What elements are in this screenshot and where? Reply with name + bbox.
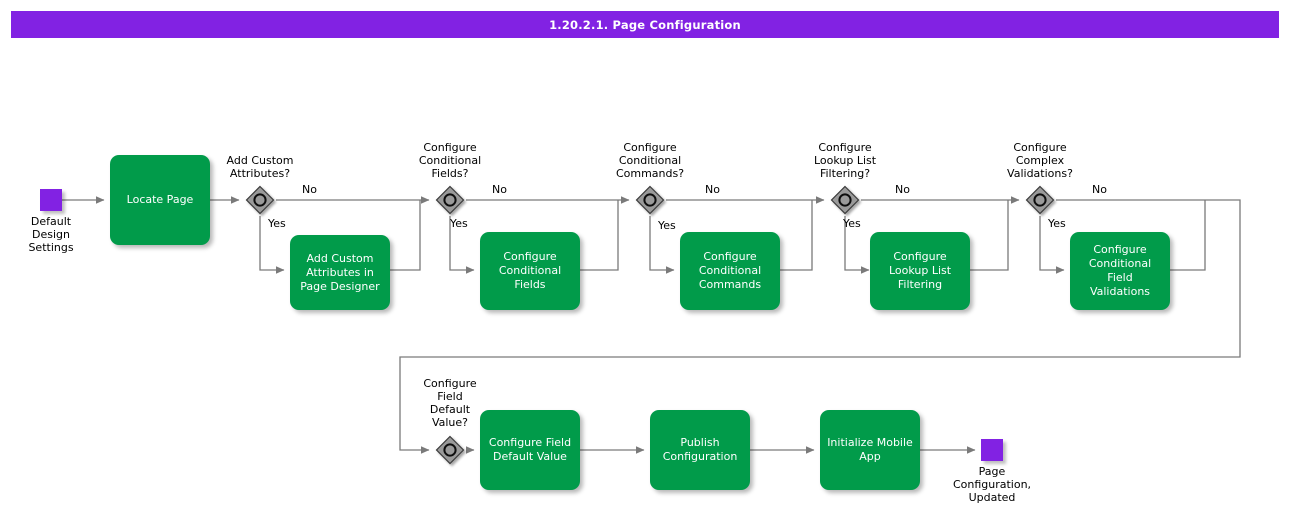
task-label: Configure Conditional Field Validations: [1088, 243, 1152, 298]
edge-label-no-3: No: [705, 183, 720, 196]
task-locate-page[interactable]: Locate Page: [110, 155, 210, 245]
start-event[interactable]: [40, 189, 62, 211]
task-configure-lookup-list-filtering[interactable]: Configure Lookup List Filtering: [870, 232, 970, 310]
start-event-label: Default Design Settings: [28, 215, 74, 254]
edge-label-yes-2: Yes: [450, 217, 468, 230]
task-label: Configure Lookup List Filtering: [888, 250, 952, 291]
edge-label-yes-3: Yes: [658, 219, 676, 232]
edge-label-no-4: No: [895, 183, 910, 196]
task-publish-configuration[interactable]: Publish Configuration: [650, 410, 750, 490]
gateway-add-custom-attributes[interactable]: [245, 185, 275, 215]
gateway-label-add-custom-attributes: Add Custom Attributes?: [226, 154, 294, 180]
task-label: Configure Conditional Commands: [698, 250, 762, 291]
gateway-label-configure-lookup-list-filtering: Configure Lookup List Filtering?: [813, 141, 877, 180]
edge-label-no-1: No: [302, 183, 317, 196]
gateway-configure-lookup-list-filtering[interactable]: [830, 185, 860, 215]
edge-label-yes-4: Yes: [843, 217, 861, 230]
end-event-label: Page Configuration, Updated: [952, 465, 1032, 504]
task-label: Initialize Mobile App: [827, 436, 913, 463]
task-configure-conditional-commands[interactable]: Configure Conditional Commands: [680, 232, 780, 310]
task-configure-conditional-field-validations[interactable]: Configure Conditional Field Validations: [1070, 232, 1170, 310]
page-title-bar: 1.20.2.1. Page Configuration: [11, 11, 1279, 38]
task-configure-field-default-value[interactable]: Configure Field Default Value: [480, 410, 580, 490]
gateway-configure-complex-validations[interactable]: [1025, 185, 1055, 215]
edge-label-yes-1: Yes: [268, 217, 286, 230]
task-label: Publish Configuration: [662, 436, 738, 463]
task-label: Configure Field Default Value: [488, 436, 572, 463]
task-label: Locate Page: [126, 193, 194, 206]
edge-label-yes-5: Yes: [1048, 217, 1066, 230]
gateway-label-configure-complex-validations: Configure Complex Validations?: [1007, 141, 1073, 180]
gateway-label-configure-field-default-value: Configure Field Default Value?: [423, 377, 477, 429]
task-label: Add Custom Attributes in Page Designer: [300, 251, 380, 293]
gateway-configure-field-default-value[interactable]: [435, 435, 465, 465]
edge-label-no-2: No: [492, 183, 507, 196]
edge-label-no-5: No: [1092, 183, 1107, 196]
task-add-custom-attributes-in-page-designer[interactable]: Add Custom Attributes in Page Designer: [290, 235, 390, 310]
task-initialize-mobile-app[interactable]: Initialize Mobile App: [820, 410, 920, 490]
task-configure-conditional-fields[interactable]: Configure Conditional Fields: [480, 232, 580, 310]
page-title: 1.20.2.1. Page Configuration: [549, 17, 741, 32]
gateway-label-configure-conditional-fields: Configure Conditional Fields?: [418, 141, 482, 180]
gateway-configure-conditional-commands[interactable]: [635, 185, 665, 215]
end-event[interactable]: [981, 439, 1003, 461]
task-label: Configure Conditional Fields: [498, 250, 562, 291]
gateway-label-configure-conditional-commands: Configure Conditional Commands?: [615, 141, 685, 180]
gateway-configure-conditional-fields[interactable]: [435, 185, 465, 215]
